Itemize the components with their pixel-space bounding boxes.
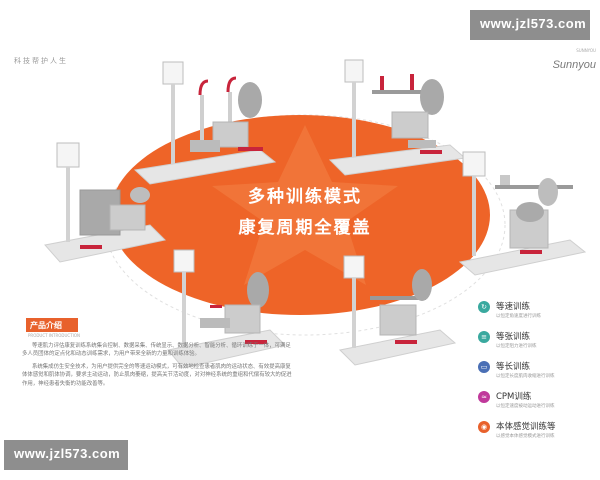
machine-wrist-trainer — [338, 255, 457, 366]
machine-leg-press — [44, 142, 167, 263]
isokinetic-icon: ↻ — [478, 301, 490, 313]
isometric-icon: ▭ — [478, 361, 490, 373]
mode-desc: 以恒定长度肌肉收缩进行训练 — [496, 374, 555, 379]
mode-name: CPM训练 — [496, 392, 532, 402]
mode-name: 等长训练 — [496, 362, 531, 372]
watermark-top: www.jzl573.com — [470, 10, 590, 40]
mode-item-isokinetic: ↻ 等速训练 以恒定角速度进行训练 — [478, 300, 598, 330]
intro-subtitle: PRODUCT INTRODUCTION — [28, 333, 80, 338]
mode-name: 等张训练 — [496, 332, 531, 342]
intro-text: 等速肌力评估康复训练系统集合控制、数据采集、传统显示、数据分析、智能分析、循环训… — [22, 342, 294, 392]
mode-desc: 以恒定角速度进行训练 — [496, 314, 541, 319]
mode-item-isotonic: ≡ 等张训练 以恒定阻力进行训练 — [478, 330, 598, 360]
mode-name: 本体感觉训练等 — [496, 422, 556, 432]
machine-shoulder-trainer — [328, 59, 467, 176]
training-mode-list: ↻ 等速训练 以恒定角速度进行训练 ≡ 等张训练 以恒定阻力进行训练 ▭ 等长训… — [478, 300, 598, 450]
headline-line2: 康复周期全覆盖 — [238, 218, 372, 238]
proprioception-icon: ◉ — [478, 421, 490, 433]
brand-name: Sunnyou — [552, 59, 596, 71]
machine-ankle-trainer — [167, 249, 286, 369]
headline-line1: 多种训练模式 — [248, 187, 362, 207]
brand-tiny-label: SUNNYOU — [576, 48, 596, 53]
outer-ring — [104, 114, 506, 336]
brand-logo: SUNNYOU Sunnyou — [540, 48, 596, 72]
mode-item-isometric: ▭ 等长训练 以恒定长度肌肉收缩进行训练 — [478, 360, 598, 390]
mode-item-cpm: ≈ CPM训练 以恒定速度被动运动进行训练 — [478, 390, 598, 420]
intro-paragraph-1: 等速肌力评估康复训练系统集合控制、数据采集、传统显示、数据分析、智能分析、循环训… — [22, 343, 291, 358]
watermark-bottom: www.jzl573.com — [4, 440, 128, 470]
star-shape — [212, 125, 398, 285]
intro-paragraph-2: 系统集成仿生安全技术，为用户提供完全的等速运动模式，可有效地检查患者肌肉的运动状… — [22, 363, 292, 387]
mode-name: 等速训练 — [496, 302, 531, 312]
mode-item-proprioception: ◉ 本体感觉训练等 以感觉本体感觉模式进行训练 — [478, 420, 598, 450]
mode-desc: 以恒定阻力进行训练 — [496, 344, 537, 349]
intro-title: 产品介绍 — [26, 318, 78, 332]
mode-desc: 以恒定速度被动运动进行训练 — [496, 404, 555, 409]
slogan: 科技帮护人生 — [14, 57, 68, 65]
machine-elbow-trainer — [458, 151, 587, 276]
cpm-icon: ≈ — [478, 391, 490, 403]
isotonic-icon: ≡ — [478, 331, 490, 343]
machine-knee-trainer — [133, 61, 277, 185]
mode-desc: 以感觉本体感觉模式进行训练 — [496, 434, 555, 439]
